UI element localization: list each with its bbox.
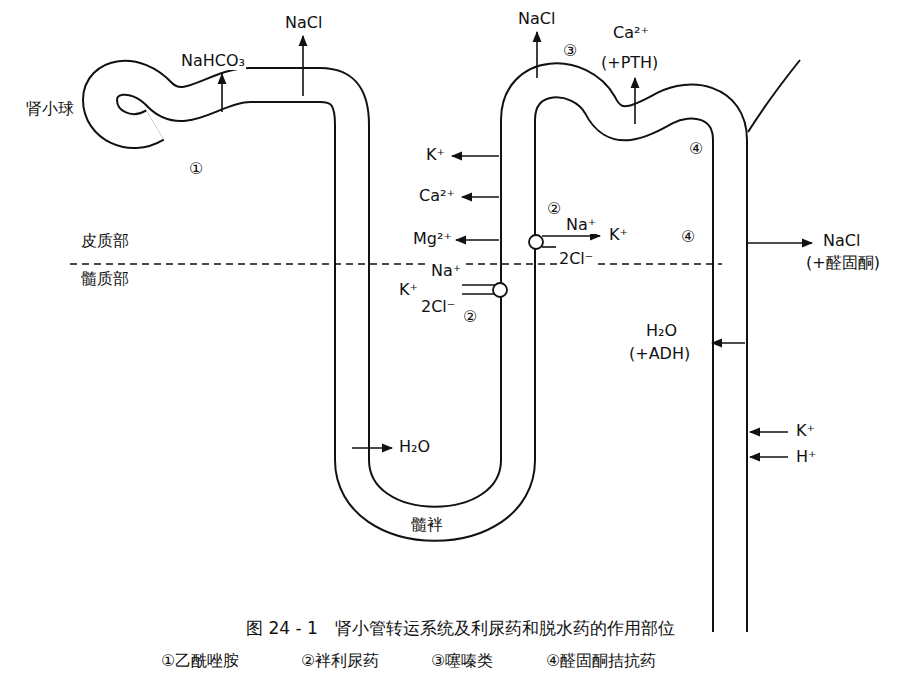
ion-label: Na⁺ xyxy=(430,262,462,280)
transporter xyxy=(529,235,543,249)
ion-label: (+ADH) xyxy=(628,345,691,363)
arrow xyxy=(452,155,499,157)
ion-label: H₂O xyxy=(398,438,431,456)
arrow xyxy=(542,235,600,237)
arrow xyxy=(748,242,812,244)
arrow xyxy=(462,293,495,295)
ion-label: 2Cl⁻ xyxy=(558,250,594,268)
ion-label: H₂O xyxy=(645,322,678,340)
arrow xyxy=(352,447,392,449)
ion-label: NaCl xyxy=(822,232,861,250)
ion-label: K⁺ xyxy=(795,422,816,440)
cortex-medulla-line xyxy=(70,263,722,265)
arrow xyxy=(750,431,788,433)
region-name: 髓质部 xyxy=(80,270,130,288)
arrow xyxy=(221,74,223,112)
tubule-wall xyxy=(100,78,730,632)
ion-label: Na⁺ xyxy=(565,216,597,234)
arrow xyxy=(536,32,538,78)
ion-label: 2Cl⁻ xyxy=(420,298,456,316)
arrow xyxy=(712,342,745,344)
arrow xyxy=(462,284,495,286)
callout-number: ① xyxy=(188,160,204,178)
ion-label: Mg²⁺ xyxy=(412,230,453,248)
transport-arrows xyxy=(222,32,812,457)
callout-number: ② xyxy=(462,308,478,326)
callout-number: ② xyxy=(546,200,562,218)
arrow xyxy=(634,78,636,124)
legend-note: ③噻嗪类 xyxy=(430,652,494,670)
ion-label: K⁺ xyxy=(425,146,446,164)
part-name: 肾小球 xyxy=(25,100,75,118)
arrow xyxy=(462,196,499,198)
part-name: 髓袢 xyxy=(410,516,444,534)
ion-label: Ca²⁺ xyxy=(612,24,650,42)
callout-number: ④ xyxy=(680,228,696,246)
ion-label: Ca²⁺ xyxy=(418,187,456,205)
callout-number: ③ xyxy=(562,42,578,60)
ion-label: NaHCO₃ xyxy=(180,52,246,70)
arrow xyxy=(302,36,304,96)
arrow xyxy=(456,239,499,241)
arrow xyxy=(750,456,788,458)
arrow xyxy=(542,246,556,248)
region-name: 皮质部 xyxy=(80,232,130,250)
transporter xyxy=(493,283,507,297)
legend-note: ④醛固酮拮抗药 xyxy=(545,652,657,670)
legend-note: ②袢利尿药 xyxy=(300,652,380,670)
ion-label: (+醛固酮) xyxy=(805,254,881,272)
legend-note: ①乙酰唑胺 xyxy=(160,652,240,670)
ion-label: NaCl xyxy=(284,14,323,32)
duct-wall xyxy=(748,60,800,132)
tubule-lumen xyxy=(100,78,730,632)
figure-caption: 图 24 - 1 肾小管转运系统及利尿药和脱水药的作用部位 xyxy=(246,618,675,638)
ion-label: H⁺ xyxy=(795,448,817,466)
ion-label: K⁺ xyxy=(608,226,629,244)
callout-number: ④ xyxy=(688,140,704,158)
ion-label: NaCl xyxy=(517,10,556,28)
ion-label: K⁺ xyxy=(398,281,419,299)
ion-label: (+PTH) xyxy=(600,54,659,72)
